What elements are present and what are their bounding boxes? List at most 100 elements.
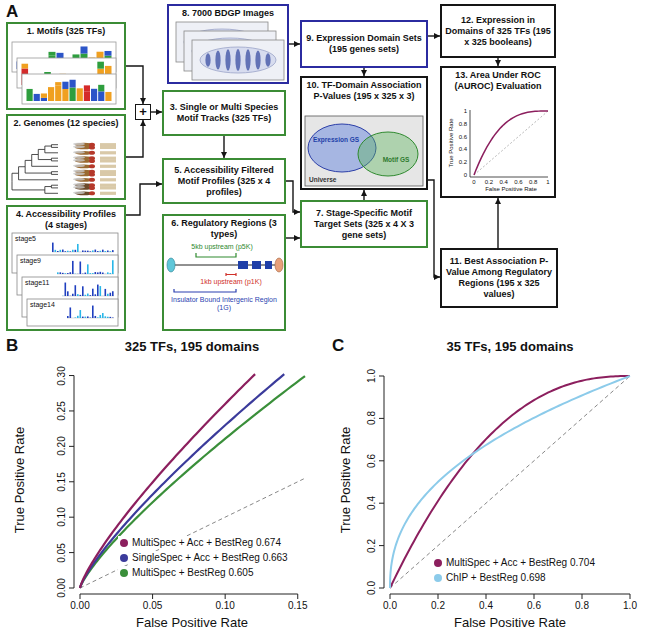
box-title: 5. Accessibility Filtered Motif Profiles… xyxy=(167,165,281,198)
drawing-part xyxy=(51,185,58,186)
drawing-part xyxy=(25,160,32,166)
drawing-part xyxy=(70,272,72,274)
box-title: 2. Genomes (12 species) xyxy=(11,118,121,129)
drawing-part xyxy=(49,52,56,56)
drawing-part xyxy=(205,53,210,67)
drawing-part xyxy=(82,317,84,318)
drawing-part xyxy=(32,160,58,166)
drawing-part xyxy=(70,307,72,318)
drawing-part xyxy=(85,273,87,274)
drawing-part xyxy=(80,594,298,599)
axis-title: True Positive Rate xyxy=(13,427,28,533)
drawing-part xyxy=(12,173,19,181)
process-box: 6. Regulatory Regions (3 types) xyxy=(162,214,286,331)
drawing-part xyxy=(62,295,64,296)
drawing-part xyxy=(245,49,250,70)
drawing-part xyxy=(27,299,118,326)
set-label: Expression GS xyxy=(313,136,359,143)
drawing-part xyxy=(48,87,54,101)
tick-label: 0.8 xyxy=(459,120,467,127)
drawing-part xyxy=(90,317,92,318)
drawing-part xyxy=(62,273,64,274)
set-label: Motif GS xyxy=(383,156,410,163)
drawing-part xyxy=(81,46,88,53)
region-label: 5kb upstream (p5K) xyxy=(191,243,252,251)
legend-text: MultiSpec + BestReg 0.605 xyxy=(132,566,253,579)
tick-label: 0.4 xyxy=(499,179,507,186)
drawing-part xyxy=(87,264,89,274)
panel-letter: C xyxy=(332,336,344,356)
drawing-part xyxy=(174,289,236,292)
tick-label: 0.6 xyxy=(514,179,522,186)
box-title: 9. Expression Domain Sets (195 genes set… xyxy=(305,33,423,55)
drawing-part xyxy=(105,251,107,253)
tick-label: 0.0 xyxy=(366,581,378,595)
drawing-part xyxy=(470,110,548,177)
box-title: 11. Best Association P-Value Among Regul… xyxy=(445,256,553,300)
drawing-part xyxy=(45,190,58,193)
drawing-part xyxy=(390,376,630,588)
axis-title: False Positive Rate xyxy=(454,616,566,631)
drawing-part xyxy=(112,317,114,318)
drawing-part xyxy=(252,261,261,269)
tick-label: 0.00 xyxy=(70,600,89,612)
drawing-part xyxy=(110,293,112,296)
drawing-part xyxy=(27,89,33,101)
region-label: 1kb upstream (p1K) xyxy=(200,278,261,286)
box-title: 6. Regulatory Regions (3 types) xyxy=(167,218,281,240)
legend-swatch xyxy=(434,559,442,567)
drawing-part xyxy=(72,317,74,318)
drawing-part xyxy=(105,66,112,75)
drawing-part xyxy=(77,273,79,274)
flow-arrow xyxy=(126,120,143,157)
tick-label: 0.8 xyxy=(529,179,537,186)
drawing-part xyxy=(72,261,74,274)
drawing-part xyxy=(100,173,116,176)
legend-entry: ChIP + BestReg 0.698 xyxy=(432,571,548,584)
flow-arrow xyxy=(363,190,364,200)
flow-arrow xyxy=(497,58,498,66)
drawing-part xyxy=(100,272,102,274)
drawing-part xyxy=(62,250,64,252)
drawing-part xyxy=(55,82,61,86)
drawing-part xyxy=(226,273,236,276)
drawing-part xyxy=(22,74,116,104)
drawing-part xyxy=(34,94,40,101)
drawing-part xyxy=(112,250,114,252)
drawing-part xyxy=(97,272,99,274)
drawing-part xyxy=(100,251,102,252)
embryo-image xyxy=(176,22,284,80)
operator-symbol: + xyxy=(136,106,150,118)
drawing-part xyxy=(70,295,72,296)
drawing-part xyxy=(73,151,85,154)
legend-text: ChIP + BestReg 0.698 xyxy=(446,571,546,584)
drawing-part xyxy=(85,251,87,252)
drawing-part xyxy=(102,250,104,252)
drawing-part xyxy=(67,291,69,296)
drawing-part xyxy=(73,172,85,175)
tick-label: 0.10 xyxy=(215,600,234,612)
drawing-part xyxy=(100,159,116,162)
drawing-part xyxy=(55,250,57,252)
drawing-part xyxy=(38,154,51,159)
drawing-part xyxy=(73,178,85,181)
drawing-part xyxy=(80,376,305,588)
drawing-part xyxy=(105,92,111,101)
tick-label: 0.15 xyxy=(288,600,307,612)
legend-entry: MultiSpec + BestReg 0.605 xyxy=(118,566,255,579)
drawing-part xyxy=(305,116,423,186)
drawing-part xyxy=(390,594,630,599)
drawing-part xyxy=(192,40,284,80)
axis-title: False Positive Rate xyxy=(485,186,537,193)
drawing-part xyxy=(474,111,548,175)
drawing-part xyxy=(57,272,59,274)
legend-entry: SingleSpec + Acc + BestReg 0.663 xyxy=(118,551,290,564)
accessibility-track xyxy=(12,233,118,326)
drawing-part xyxy=(255,51,260,70)
drawing-part xyxy=(73,191,85,194)
drawing-part xyxy=(65,273,67,275)
drawing-part xyxy=(62,82,68,89)
chart-title: 325 TFs, 195 domains xyxy=(125,340,259,355)
drawing-part xyxy=(92,306,94,318)
drawing-part xyxy=(80,478,305,588)
